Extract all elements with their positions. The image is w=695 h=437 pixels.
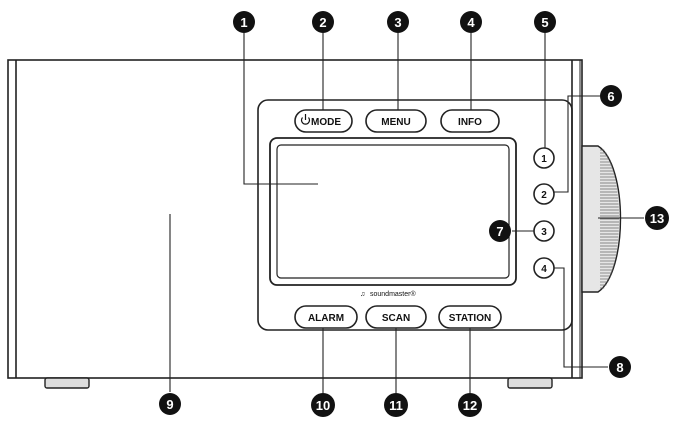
- callout-leader-lines: [169, 33, 644, 393]
- svg-text:11: 11: [389, 398, 403, 413]
- preset-button-3[interactable]: 3: [533, 220, 555, 242]
- svg-text:12: 12: [463, 398, 477, 413]
- scan-button-label: SCAN: [382, 313, 410, 324]
- display-screen: [269, 137, 517, 286]
- svg-text:4: 4: [541, 264, 547, 275]
- callout-9: 9: [159, 393, 181, 415]
- callout-7: 7: [489, 220, 511, 242]
- control-panel: [257, 99, 573, 331]
- callout-11: 11: [384, 393, 408, 417]
- info-button[interactable]: INFO: [440, 109, 500, 133]
- svg-text:4: 4: [467, 15, 475, 30]
- scan-button[interactable]: SCAN: [365, 305, 427, 329]
- volume-knob[interactable]: [581, 145, 622, 293]
- menu-button[interactable]: MENU: [365, 109, 427, 133]
- svg-text:9: 9: [166, 397, 173, 412]
- svg-text:8: 8: [616, 360, 623, 375]
- mode-button-label: MODE: [311, 117, 341, 128]
- svg-text:13: 13: [650, 211, 664, 226]
- svg-text:3: 3: [541, 227, 547, 238]
- svg-text:1: 1: [240, 15, 247, 30]
- callout-4: 4: [460, 11, 482, 33]
- svg-text:10: 10: [316, 398, 330, 413]
- callout-1: 1: [233, 11, 255, 33]
- svg-text:2: 2: [541, 190, 547, 201]
- brand-logo: ♫ soundmaster®: [360, 290, 416, 298]
- preset-button-2[interactable]: 2: [533, 183, 555, 205]
- callout-5: 5: [534, 11, 556, 33]
- mode-button[interactable]: MODE: [294, 109, 353, 133]
- svg-text:7: 7: [496, 224, 503, 239]
- callout-6: 6: [600, 85, 622, 107]
- station-button[interactable]: STATION: [438, 305, 502, 329]
- callout-13: 13: [645, 206, 669, 230]
- callout-2: 2: [312, 11, 334, 33]
- alarm-button[interactable]: ALARM: [294, 305, 358, 329]
- alarm-button-label: ALARM: [308, 313, 344, 324]
- radio-feet: [44, 377, 553, 389]
- svg-text:6: 6: [607, 89, 614, 104]
- station-button-label: STATION: [449, 313, 491, 324]
- svg-text:1: 1: [541, 154, 547, 165]
- callout-12: 12: [458, 393, 482, 417]
- menu-button-label: MENU: [381, 117, 410, 128]
- callout-8: 8: [609, 356, 631, 378]
- power-icon: [300, 114, 311, 125]
- svg-text:5: 5: [541, 15, 548, 30]
- preset-button-1[interactable]: 1: [533, 147, 555, 169]
- preset-button-4[interactable]: 4: [533, 257, 555, 279]
- svg-text:soundmaster®: soundmaster®: [370, 290, 416, 298]
- callout-3: 3: [387, 11, 409, 33]
- svg-text:2: 2: [319, 15, 326, 30]
- info-button-label: INFO: [458, 117, 482, 128]
- svg-text:3: 3: [394, 15, 401, 30]
- callout-10: 10: [311, 393, 335, 417]
- svg-text:♫: ♫: [360, 291, 365, 298]
- callout-markers: 1 2 3 4 5 6 7 8 9 10 11 12 13: [159, 11, 669, 417]
